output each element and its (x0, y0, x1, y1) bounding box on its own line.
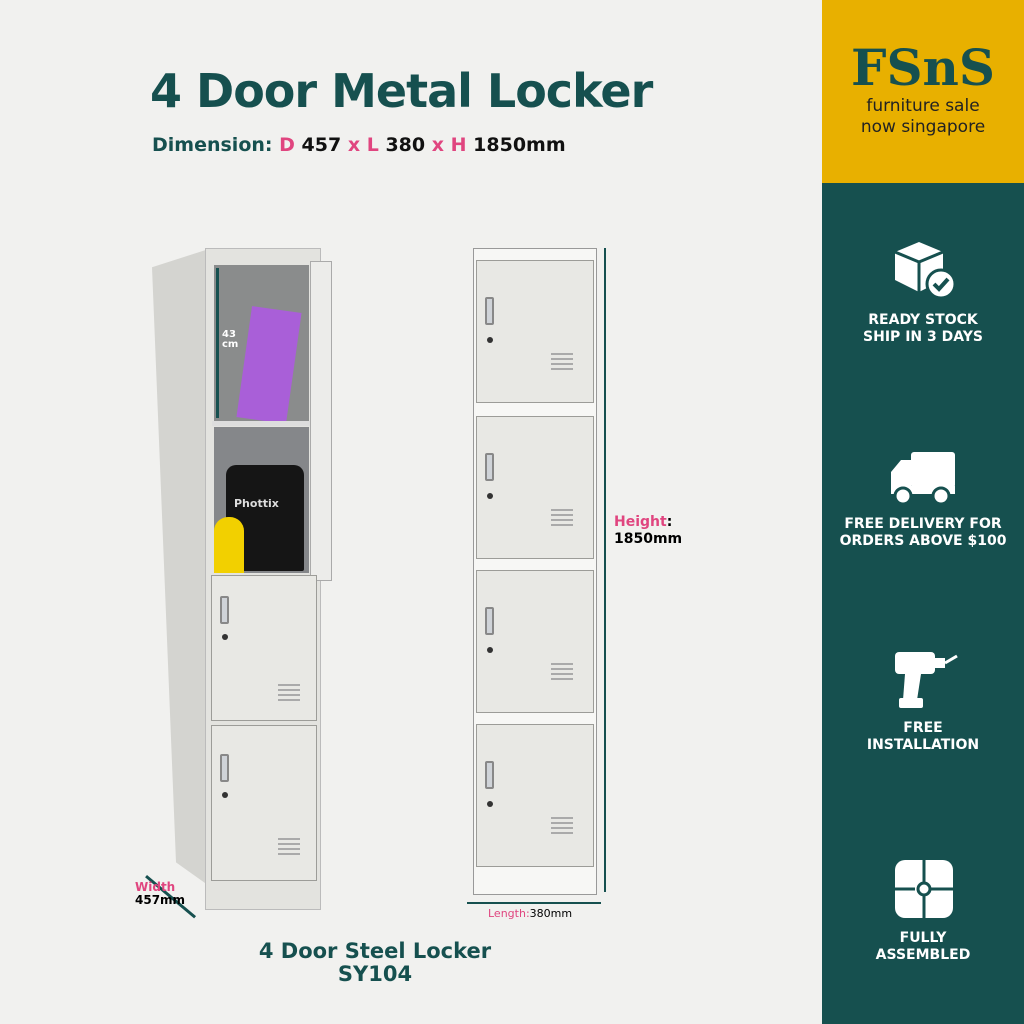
purple-binder (236, 306, 302, 424)
door-handle[interactable] (485, 607, 494, 635)
vent (551, 509, 573, 511)
front-door-4[interactable] (476, 724, 594, 867)
open-compartment-bottom: Phottix (214, 427, 309, 573)
depth-label: D (279, 134, 295, 156)
compartment-height-line (216, 268, 219, 418)
width-value: 457mm (135, 893, 186, 907)
length-annotation: Length:380mm (488, 907, 572, 920)
key-lock (222, 792, 228, 798)
times-sign: x (347, 134, 361, 156)
vent (551, 817, 573, 819)
front-door-3[interactable] (476, 570, 594, 713)
length-label: Length: (488, 907, 530, 920)
compartment-height-unit: cm (222, 339, 239, 350)
width-label: Width (135, 880, 176, 894)
feature-line-2: SHIP IN 3 DAYS (863, 329, 983, 345)
length-dimension-line (467, 902, 601, 904)
height-label: H (450, 134, 467, 156)
key-lock (487, 801, 493, 807)
height-annotation: Height:1850mm (614, 514, 682, 548)
length-value: 380mm (529, 907, 573, 920)
brand-logo: FSnS furniture sale now singapore (822, 0, 1024, 183)
door-handle[interactable] (485, 761, 494, 789)
feature-line-1: FREE (903, 720, 943, 736)
key-lock (487, 337, 493, 343)
power-drill-icon (895, 652, 958, 708)
key-lock (487, 493, 493, 499)
brand-tagline-1: furniture sale (866, 96, 980, 116)
puzzle-icon (895, 860, 953, 918)
locker-perspective-view: Phottix (205, 248, 332, 910)
page-title: 4 Door Metal Locker (150, 64, 653, 118)
product-model: SY104 (337, 962, 413, 986)
height-value: 1850mm (614, 531, 683, 547)
feature-line-1: FULLY (899, 930, 947, 946)
open-compartment-top (214, 265, 309, 424)
feature-line-1: FREE DELIVERY FOR (844, 516, 1002, 532)
dimension-label: Dimension: (152, 134, 273, 156)
height-label: Height (614, 514, 667, 530)
height-value: 1850mm (473, 134, 566, 156)
front-door-2[interactable] (476, 416, 594, 559)
box-check-icon (894, 242, 957, 300)
feature-line-1: READY STOCK (868, 312, 978, 328)
feature-line-2: ASSEMBLED (875, 947, 971, 963)
brand-tagline-2: now singapore (860, 117, 986, 137)
length-value: 380 (385, 134, 426, 156)
vent (551, 663, 573, 665)
length-label: L (366, 134, 379, 156)
vent (278, 838, 300, 840)
height-dimension-line (604, 248, 606, 892)
dimension-line: Dimension: D 457 x L 380 x H 1850mm (152, 134, 566, 156)
yellow-hardhat (214, 517, 244, 573)
key-lock (222, 634, 228, 640)
shelf (212, 421, 312, 426)
times-sign: x (431, 134, 445, 156)
door-handle[interactable] (220, 754, 229, 782)
locker-door-3[interactable] (211, 575, 317, 721)
height-colon: : (666, 514, 673, 530)
bag-brand-text: Phottix (234, 497, 279, 510)
front-door-1[interactable] (476, 260, 594, 403)
vent (278, 684, 300, 686)
compartment-height-value: 43 (222, 329, 236, 340)
depth-value: 457 (301, 134, 342, 156)
door-handle[interactable] (485, 297, 494, 325)
door-handle[interactable] (220, 596, 229, 624)
vent (551, 353, 573, 355)
door-handle[interactable] (485, 453, 494, 481)
brand-name: FSnS (850, 38, 996, 97)
key-lock (487, 647, 493, 653)
open-doors[interactable] (310, 261, 332, 581)
locker-side-panel (152, 248, 212, 888)
feature-line-2: INSTALLATION (866, 737, 980, 753)
product-name: 4 Door Steel Locker (258, 939, 492, 963)
locker-front-view (473, 248, 597, 895)
delivery-truck-icon (891, 452, 955, 506)
feature-line-2: ORDERS ABOVE $100 (839, 533, 1007, 549)
locker-door-4[interactable] (211, 725, 317, 881)
